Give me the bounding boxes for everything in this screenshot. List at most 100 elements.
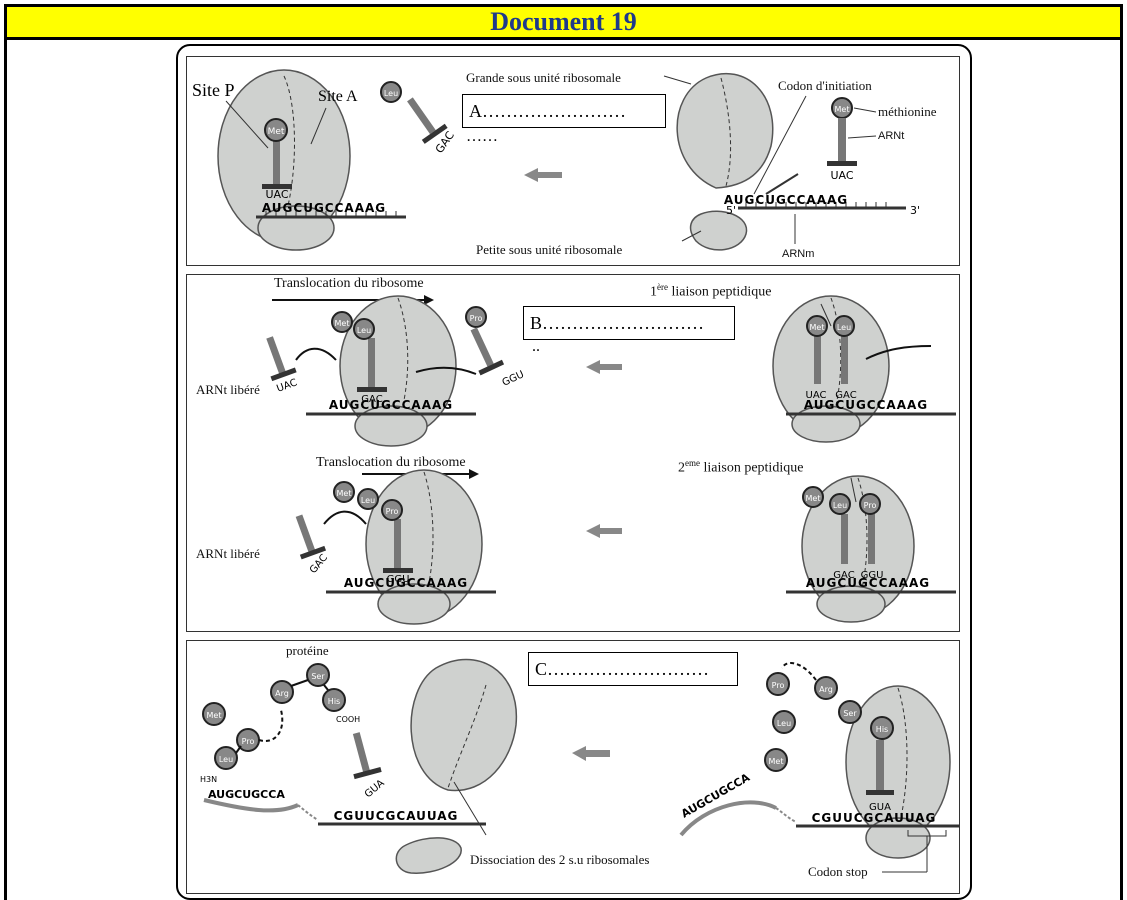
released-anticodon-1: UAC [275, 377, 298, 395]
arnt-label: ARNt [878, 130, 904, 142]
liaison-peptidique-2: 2eme liaison peptidique [678, 458, 803, 477]
c-left-mrna-line-label: CGUUCGCAUUAG [334, 809, 459, 823]
arnm-label: ARNm [782, 248, 814, 260]
aa-b1-leu-label: Leu [357, 326, 371, 335]
trna-stem [273, 141, 280, 186]
c-aa-pro-label: Pro [242, 737, 255, 746]
three-prime-label: 3' [910, 204, 920, 217]
anticodon-b1: GAC [361, 394, 382, 405]
aa-b1-pro-label: Pro [470, 314, 483, 323]
anticodon-b3-ggu: GGU [387, 574, 410, 585]
c-direction-arrow [584, 750, 610, 757]
direction-arrow-b1 [598, 364, 622, 370]
aa-b3-pro-label: Pro [386, 507, 399, 516]
c-r-aa-pro-label: Pro [772, 681, 785, 690]
direction-arrow-head [524, 168, 538, 182]
c-right-mrna-curve-label: AUGCUGCCA [679, 771, 752, 821]
c-trna-base [866, 790, 894, 795]
c-left-mrna-curve [204, 800, 298, 810]
c-r-aa-ser-label: Ser [843, 709, 857, 718]
trna-b4a-stem [841, 514, 848, 564]
c-trna-stem [876, 740, 884, 792]
site-p-label: Site P [192, 80, 235, 101]
page-border-left [4, 40, 7, 900]
direction-arrow-b2 [598, 528, 622, 534]
site-a-label: Site A [318, 88, 358, 106]
incoming-trna-b [461, 324, 504, 376]
aa-b4-met-label: Met [806, 494, 821, 503]
aa-b3-met-label: Met [337, 489, 352, 498]
ribosome-b3-small [378, 584, 450, 624]
anticodon-b2-gac: GAC [835, 390, 856, 401]
liaison-1-sup: ère [657, 282, 668, 292]
arnt-pointer [848, 136, 876, 138]
trna-b1-base [357, 387, 387, 392]
aa-b4-pro-label: Pro [864, 501, 877, 510]
c-r-aa-his-label: His [876, 725, 888, 734]
trna-b2b-stem [841, 336, 848, 384]
answer-box-b[interactable]: B……………………… [523, 306, 735, 340]
methionine-pointer [854, 108, 876, 112]
c-r-aa-leu-label: Leu [777, 719, 791, 728]
five-prime-label: 5' [726, 204, 736, 217]
aa-b1-met-label: Met [335, 319, 350, 328]
c-r-aa-arg-label: Arg [819, 685, 833, 694]
direction-arrow-shaft [536, 172, 562, 178]
released-anticodon-2: GAC [308, 552, 330, 575]
trna-b4b-stem [868, 514, 875, 564]
release-arrow-2 [324, 512, 366, 524]
answer-box-a-cont: …… [466, 128, 498, 146]
right-large-subunit [677, 74, 773, 188]
c-right-mrna-line-label: CGUUCGCAUUAG [812, 811, 937, 825]
aa-b2-met-label: Met [810, 323, 825, 332]
released-trna-1 [258, 333, 297, 381]
released-trna-2 [287, 511, 326, 559]
answer-box-a[interactable]: A…………………… [462, 94, 666, 128]
methionine-label: méthionine [878, 104, 937, 120]
answer-box-c[interactable]: C……………………… [528, 652, 738, 686]
c-aa-his-label: His [328, 697, 340, 706]
translocation-label-2: Translocation du ribosome [316, 455, 466, 471]
right-trna-stem [838, 118, 846, 164]
liaison-1-text: liaison peptidique [668, 285, 771, 300]
codon-init-pointer-2 [766, 174, 798, 194]
petite-sous-unite-label: Petite sous unité ribosomale [476, 242, 622, 258]
aa-b3-leu-label: Leu [361, 496, 375, 505]
anticodon-b4-ggu: GGU [861, 570, 884, 581]
c-released-anticodon: GUA [363, 778, 387, 801]
c-aa-met-label: Met [207, 711, 222, 720]
proteine-label: protéine [286, 643, 329, 659]
liaison-peptidique-1: 1ère liaison peptidique [650, 282, 771, 301]
c-left-mrna-curve-label: AUGCUGCCA [208, 788, 285, 801]
c-cooh: COOH [336, 715, 360, 724]
c-released-trna [343, 729, 381, 779]
answer-box-b-cont: .. [532, 338, 540, 356]
anticodon-uac: UAC [265, 188, 288, 201]
incoming-anticodon-ggu: GGU [501, 369, 526, 389]
right-trna-base [827, 161, 857, 166]
anticodon-b2-uac: UAC [806, 390, 827, 401]
right-anticodon-uac: UAC [830, 169, 853, 182]
translocation-label-1: Translocation du ribosome [274, 276, 424, 292]
c-aa-arg-label: Arg [275, 689, 289, 698]
mrna-b1-seq: AUGCUGCCAAAG [329, 398, 453, 412]
aa-b4-leu-label: Leu [833, 501, 847, 510]
page-border-right [1120, 40, 1123, 900]
right-aa-met-label: Met [835, 105, 850, 114]
liaison-2-num: 2 [678, 461, 685, 476]
mrna-sequence: AUGCUGCCAAAG [262, 201, 386, 215]
release-arrow-1 [296, 349, 336, 360]
codon-initiation-label: Codon d'initiation [778, 78, 872, 94]
trna-b3-base [383, 568, 413, 573]
c-small-subunit [396, 838, 461, 873]
aa-leu-label: Leu [384, 89, 398, 98]
translocation-arrowhead-2 [469, 469, 479, 479]
c-aa-leu-label: Leu [219, 755, 233, 764]
arnt-libere-label-1: ARNt libéré [196, 382, 260, 398]
anticodon-b4-gac: GAC [833, 570, 854, 581]
aa-met-label: Met [268, 127, 285, 137]
liaison-2-sup: eme [685, 458, 700, 468]
c-r-aa-met-label: Met [769, 757, 784, 766]
aa-b2-leu-label: Leu [837, 323, 851, 332]
right-small-subunit [691, 211, 747, 250]
